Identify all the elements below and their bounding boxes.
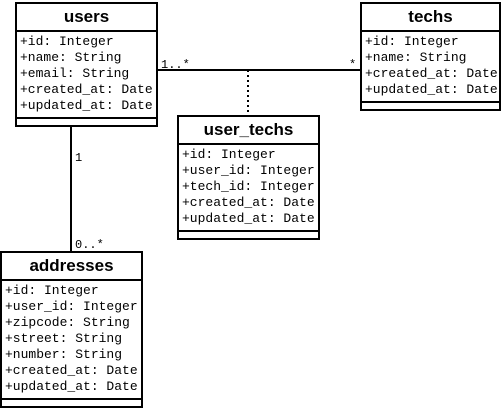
addresses-attribute: +zipcode: String <box>5 315 130 330</box>
user-techs-attribute: +user_id: Integer <box>182 163 315 178</box>
addresses-class: addresses +id: Integer +user_id: Integer… <box>0 251 143 408</box>
users-techs-target-multiplicity: * <box>349 58 357 72</box>
techs-attribute: +id: Integer <box>365 34 459 49</box>
addresses-attribute: +user_id: Integer <box>5 299 138 314</box>
techs-class-name: techs <box>362 4 499 32</box>
techs-methods <box>362 103 499 109</box>
users-class: users +id: Integer +name: String +email:… <box>15 2 158 127</box>
user-techs-attribute: +created_at: Date <box>182 195 315 210</box>
addresses-attribute: +updated_at: Date <box>5 379 138 394</box>
users-techs-source-multiplicity: 1..* <box>161 58 190 72</box>
users-attributes: +id: Integer +name: String +email: Strin… <box>17 32 156 119</box>
addresses-attribute: +created_at: Date <box>5 363 138 378</box>
users-attribute: +name: String <box>20 50 122 65</box>
user-techs-attribute: +id: Integer <box>182 147 276 162</box>
addresses-attributes: +id: Integer +user_id: Integer +zipcode:… <box>2 281 141 400</box>
techs-attribute: +updated_at: Date <box>365 82 498 97</box>
users-attribute: +updated_at: Date <box>20 98 153 113</box>
user-techs-class-name: user_techs <box>179 117 318 145</box>
techs-attribute: +name: String <box>365 50 467 65</box>
techs-class: techs +id: Integer +name: String +create… <box>360 2 501 111</box>
user-techs-attribute: +tech_id: Integer <box>182 179 315 194</box>
users-class-name: users <box>17 4 156 32</box>
user-techs-methods <box>179 232 318 238</box>
user-techs-attribute: +updated_at: Date <box>182 211 315 226</box>
users-addresses-target-multiplicity: 0..* <box>75 238 104 252</box>
addresses-attribute: +street: String <box>5 331 123 346</box>
techs-attribute: +created_at: Date <box>365 66 498 81</box>
addresses-attribute: +id: Integer <box>5 283 99 298</box>
user-techs-class: user_techs +id: Integer +user_id: Intege… <box>177 115 320 240</box>
techs-attributes: +id: Integer +name: String +created_at: … <box>362 32 499 103</box>
users-attribute: +created_at: Date <box>20 82 153 97</box>
addresses-class-name: addresses <box>2 253 141 281</box>
users-attribute: +id: Integer <box>20 34 114 49</box>
users-methods <box>17 119 156 125</box>
user-techs-attributes: +id: Integer +user_id: Integer +tech_id:… <box>179 145 318 232</box>
users-attribute: +email: String <box>20 66 130 81</box>
users-addresses-source-multiplicity: 1 <box>75 151 83 165</box>
addresses-methods <box>2 400 141 406</box>
addresses-attribute: +number: String <box>5 347 123 362</box>
